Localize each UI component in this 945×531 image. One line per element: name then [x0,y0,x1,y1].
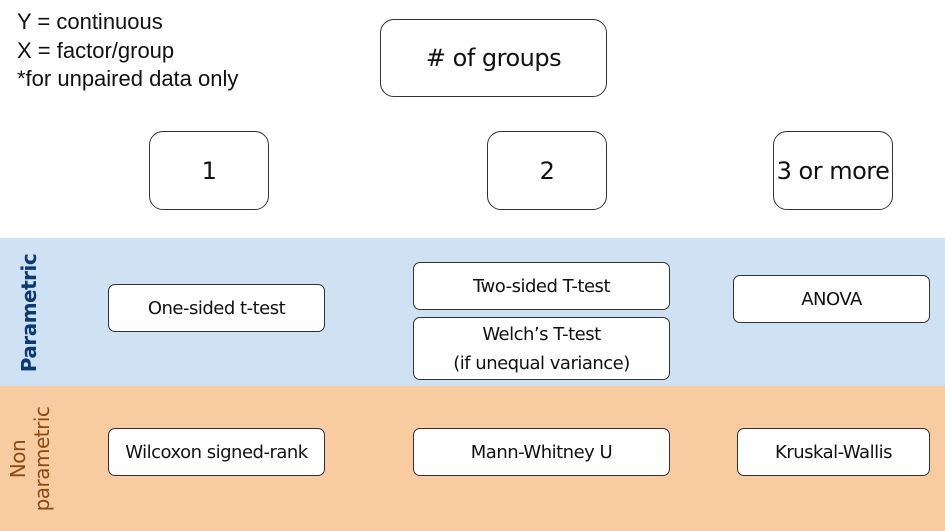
test-two-sided-t-test-label: Two-sided T-test [472,275,611,297]
test-anova: ANOVA [733,275,930,323]
test-kruskal-wallis: Kruskal-Wallis [737,428,930,476]
test-welch-t-test: Welch’s T-test (if unequal variance) [413,317,670,380]
root-node-groups: # of groups [380,19,607,97]
legend-line-x: X = factor/group [17,37,175,63]
test-welch-t-test-note: (if unequal variance) [453,352,630,374]
parametric-row-label: Parametric [17,253,43,373]
group-node-3-or-more: 3 or more [773,131,893,210]
group-node-2-label: 2 [539,156,555,185]
test-one-sided-t-test: One-sided t-test [108,284,325,332]
nonparametric-row-label: Non parametric [6,399,54,519]
test-mann-whitney-label: Mann-Whitney U [470,441,613,463]
legend-line-y: Y = continuous [17,9,163,34]
group-node-1-label: 1 [201,156,217,185]
test-wilcoxon-label: Wilcoxon signed-rank [125,441,308,463]
test-one-sided-t-test-label: One-sided t-test [147,297,286,319]
group-node-2: 2 [487,131,607,210]
group-node-1: 1 [149,131,269,210]
legend: Y = continuous X = factor/group *for unp… [17,8,238,94]
test-two-sided-t-test: Two-sided T-test [413,262,670,310]
test-anova-label: ANOVA [801,288,862,310]
group-node-3-label: 3 or more [776,156,890,185]
nonparametric-row-label-line2: parametric [30,406,54,512]
test-mann-whitney-u: Mann-Whitney U [413,428,670,476]
nonparametric-row-label-line1: Non [6,439,30,479]
test-wilcoxon-signed-rank: Wilcoxon signed-rank [108,428,325,476]
parametric-row-label-text: Parametric [17,253,41,373]
test-kruskal-wallis-label: Kruskal-Wallis [775,441,892,463]
legend-note: *for unpaired data only [17,66,239,91]
test-welch-t-test-label: Welch’s T-test [482,323,601,345]
root-node-label: # of groups [425,44,562,72]
